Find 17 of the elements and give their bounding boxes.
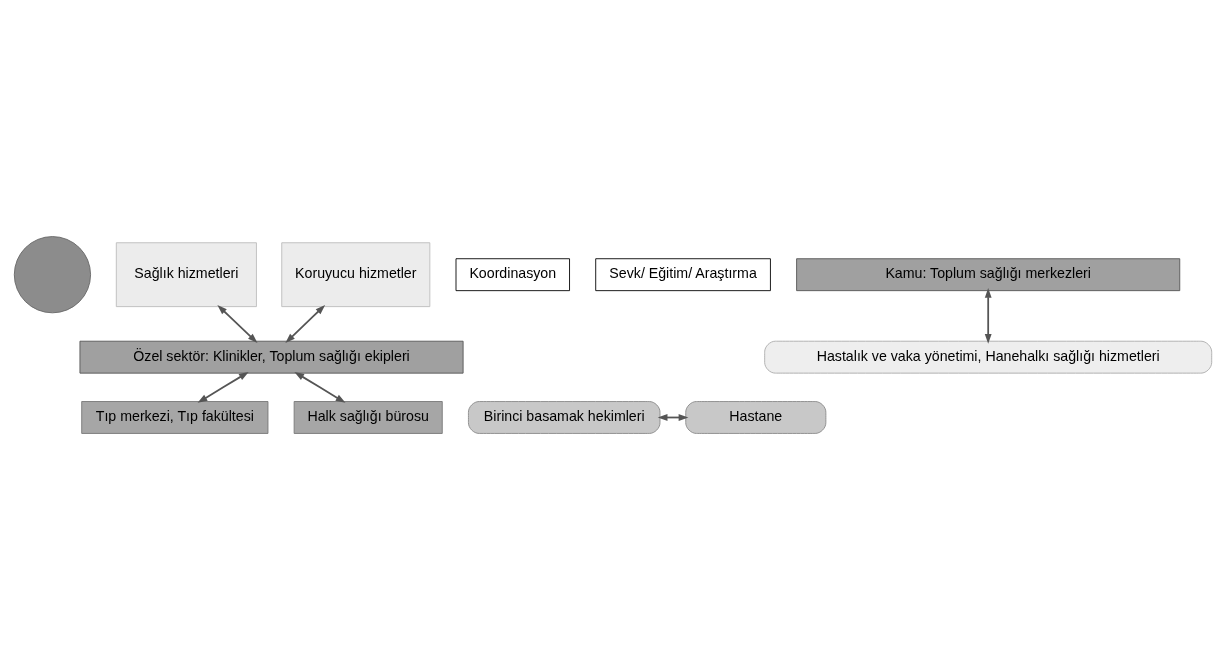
arrow bbox=[197, 371, 249, 403]
node-box: Hastane bbox=[685, 400, 827, 434]
node-box: Özel sektör: Klinikler, Toplum sağlığı ekipleri bbox=[79, 340, 464, 374]
arrow bbox=[285, 304, 326, 343]
arrow bbox=[294, 371, 346, 403]
node-box: Tıp merkezi, Tıp fakültesi bbox=[81, 400, 269, 434]
node-box: Halk sağlığı bürosu bbox=[293, 400, 443, 434]
node-box: Sevk/ Eğitim/ Araştırma bbox=[595, 257, 771, 291]
arrow bbox=[217, 304, 258, 343]
node-box: Hastalık ve vaka yönetimi, Hanehalkı sağlığı hizmetleri bbox=[764, 340, 1213, 374]
node-box: Koordinasyon bbox=[455, 257, 570, 291]
arrow bbox=[984, 287, 992, 344]
node-box: Birinci basamak hekimleri bbox=[468, 400, 661, 434]
node-box: Kamu: Toplum sağlığı merkezleri bbox=[796, 257, 1181, 291]
node-circle bbox=[13, 235, 92, 313]
node-box: Koruyucu hizmetler bbox=[281, 241, 431, 307]
node-box: Sağlık hizmetleri bbox=[115, 241, 257, 307]
